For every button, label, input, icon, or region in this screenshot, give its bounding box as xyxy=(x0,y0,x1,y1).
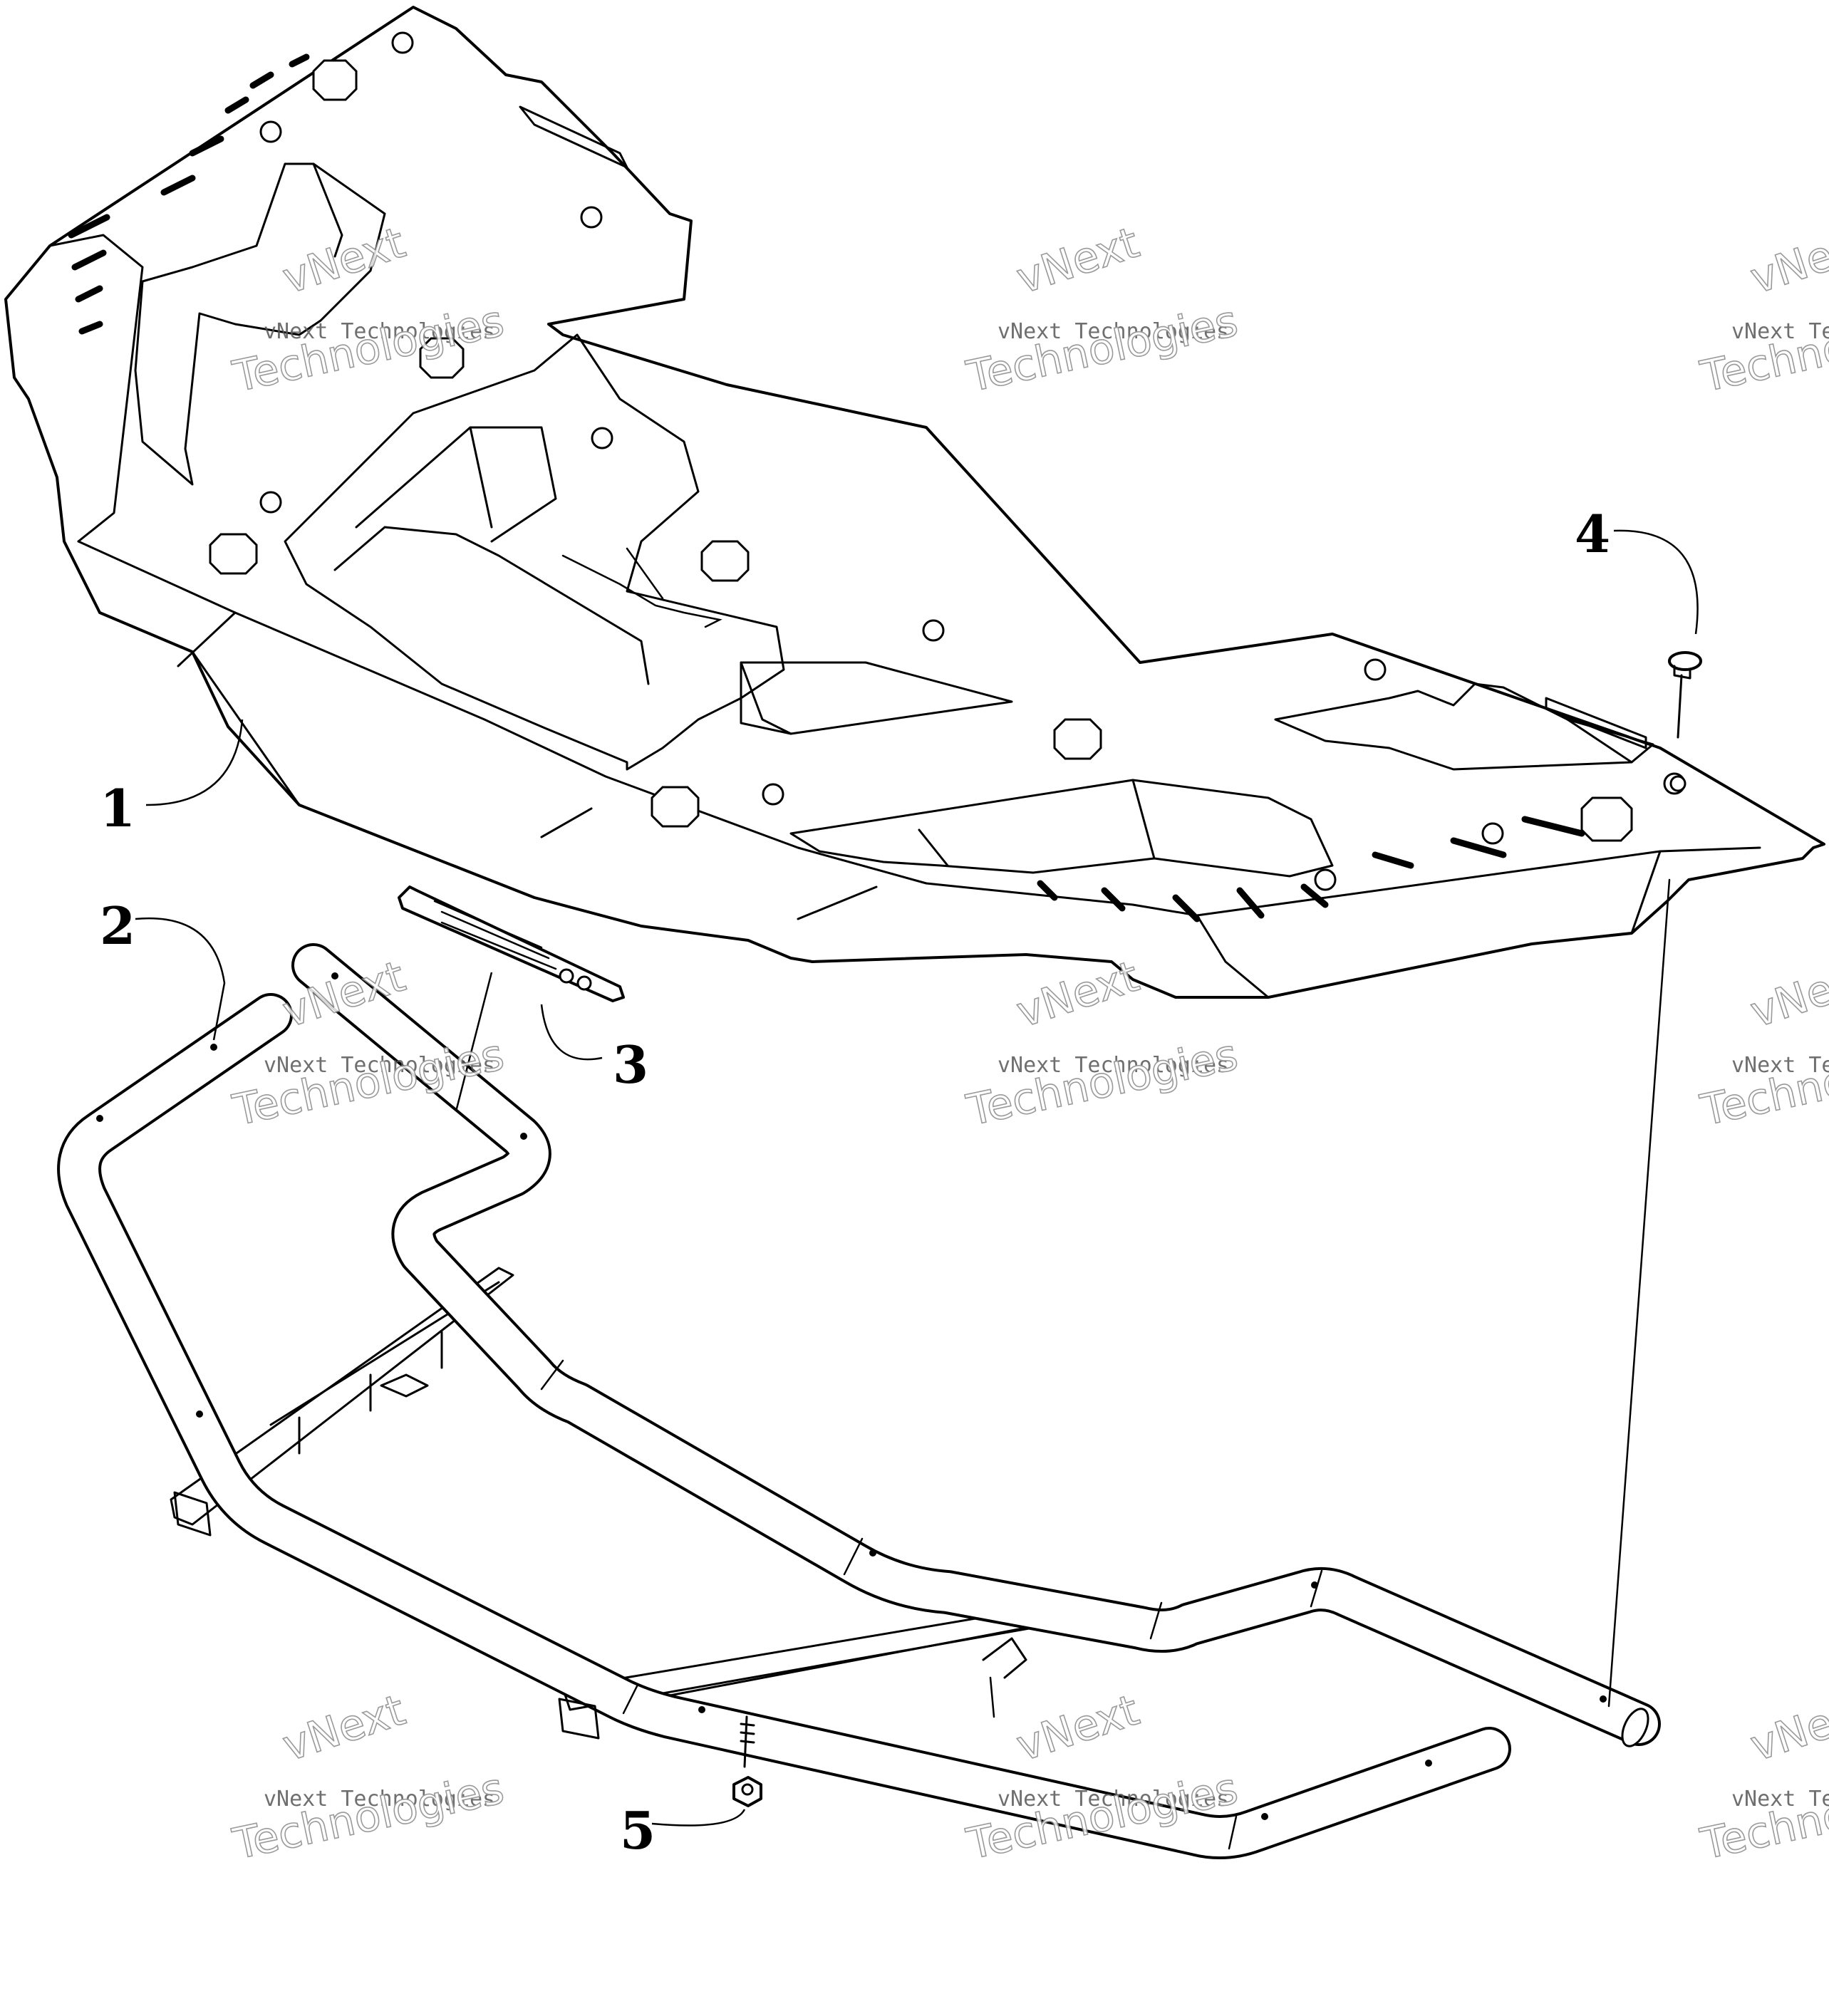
svg-text:vNext Technologies: vNext Technologies xyxy=(998,1787,1229,1812)
svg-text:Technologies: Technologies xyxy=(963,1030,1243,1136)
svg-text:vNext: vNext xyxy=(1011,952,1145,1038)
callout-3: 3 xyxy=(613,1034,648,1095)
svg-text:vNext Technologies: vNext Technologies xyxy=(1731,319,1829,344)
svg-text:vNext Technologies: vNext Technologies xyxy=(998,1053,1229,1078)
watermark: vNext vNext Technologies Technologies xyxy=(1696,217,1829,402)
leader-3 xyxy=(540,1004,603,1061)
leader-4 xyxy=(1613,529,1699,635)
screw-part xyxy=(1668,651,1702,739)
callouts: 1 2 3 4 5 xyxy=(100,504,1699,1861)
svg-text:vNext Technologies: vNext Technologies xyxy=(1731,1053,1829,1078)
svg-text:vNext: vNext xyxy=(1011,218,1145,304)
watermark: vNext vNext Technologies Technologies xyxy=(962,217,1243,402)
leader-2 xyxy=(135,917,226,1041)
rack-part xyxy=(4,6,1825,999)
watermark: vNext vNext Technologies Technologies xyxy=(1696,1685,1829,1870)
alignment-line xyxy=(1607,878,1671,1708)
svg-text:vNext Technologies: vNext Technologies xyxy=(264,1787,495,1812)
svg-text:vNext: vNext xyxy=(1011,1685,1145,1772)
svg-text:vNext Technologies: vNext Technologies xyxy=(1731,1787,1829,1812)
watermark: vNext vNext Technologies Technologies xyxy=(228,1685,509,1870)
callout-4: 4 xyxy=(1575,504,1610,564)
rack-frame-part xyxy=(57,943,1661,1859)
nut-part xyxy=(732,1715,762,1807)
svg-text:Technologies: Technologies xyxy=(963,296,1243,402)
svg-text:vNext: vNext xyxy=(1745,952,1829,1038)
svg-text:Technologies: Technologies xyxy=(229,1764,509,1870)
callout-2: 2 xyxy=(100,895,135,956)
svg-text:vNext: vNext xyxy=(1745,1685,1829,1772)
svg-text:Technologies: Technologies xyxy=(1696,1764,1829,1870)
leader-1 xyxy=(145,719,244,806)
leader-5 xyxy=(651,1809,746,1827)
watermark: vNext vNext Technologies Technologies xyxy=(1696,951,1829,1136)
decal-part xyxy=(398,885,625,1002)
svg-text:Technologies: Technologies xyxy=(1696,296,1829,402)
callout-5: 5 xyxy=(620,1800,656,1861)
callout-1: 1 xyxy=(100,778,135,838)
svg-text:vNext Technologies: vNext Technologies xyxy=(264,1053,495,1078)
svg-text:vNext Technologies: vNext Technologies xyxy=(998,319,1229,344)
svg-text:vNext Technologies: vNext Technologies xyxy=(264,319,495,344)
svg-text:vNext: vNext xyxy=(277,1685,411,1772)
svg-text:Technologies: Technologies xyxy=(1696,1030,1829,1136)
svg-text:vNext: vNext xyxy=(1745,218,1829,304)
